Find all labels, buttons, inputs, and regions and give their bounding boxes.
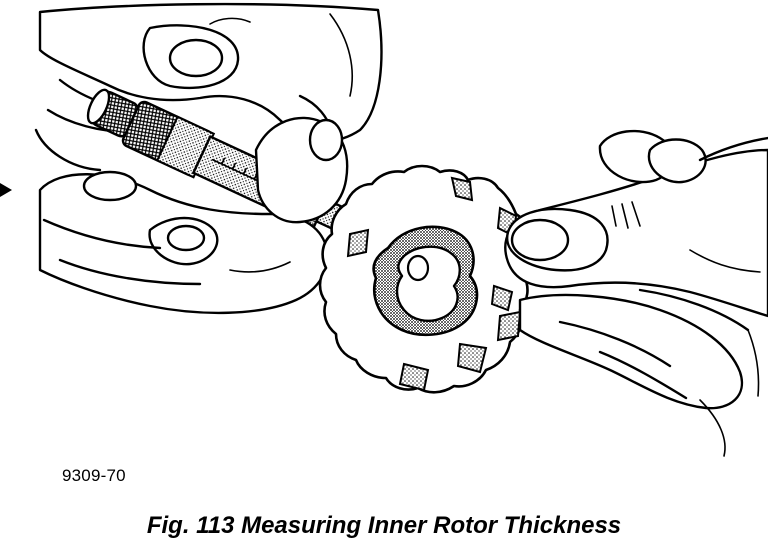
figure-caption: Fig. 113 Measuring Inner Rotor Thickness — [146, 512, 622, 539]
inner-rotor — [318, 164, 531, 394]
upper-left-hand — [34, 2, 383, 172]
pointer-arrow-icon — [0, 183, 12, 197]
right-hand — [504, 129, 768, 457]
figure-reference-code: 9309-70 — [62, 466, 126, 485]
micrometer-rotor-illustration — [0, 2, 768, 457]
